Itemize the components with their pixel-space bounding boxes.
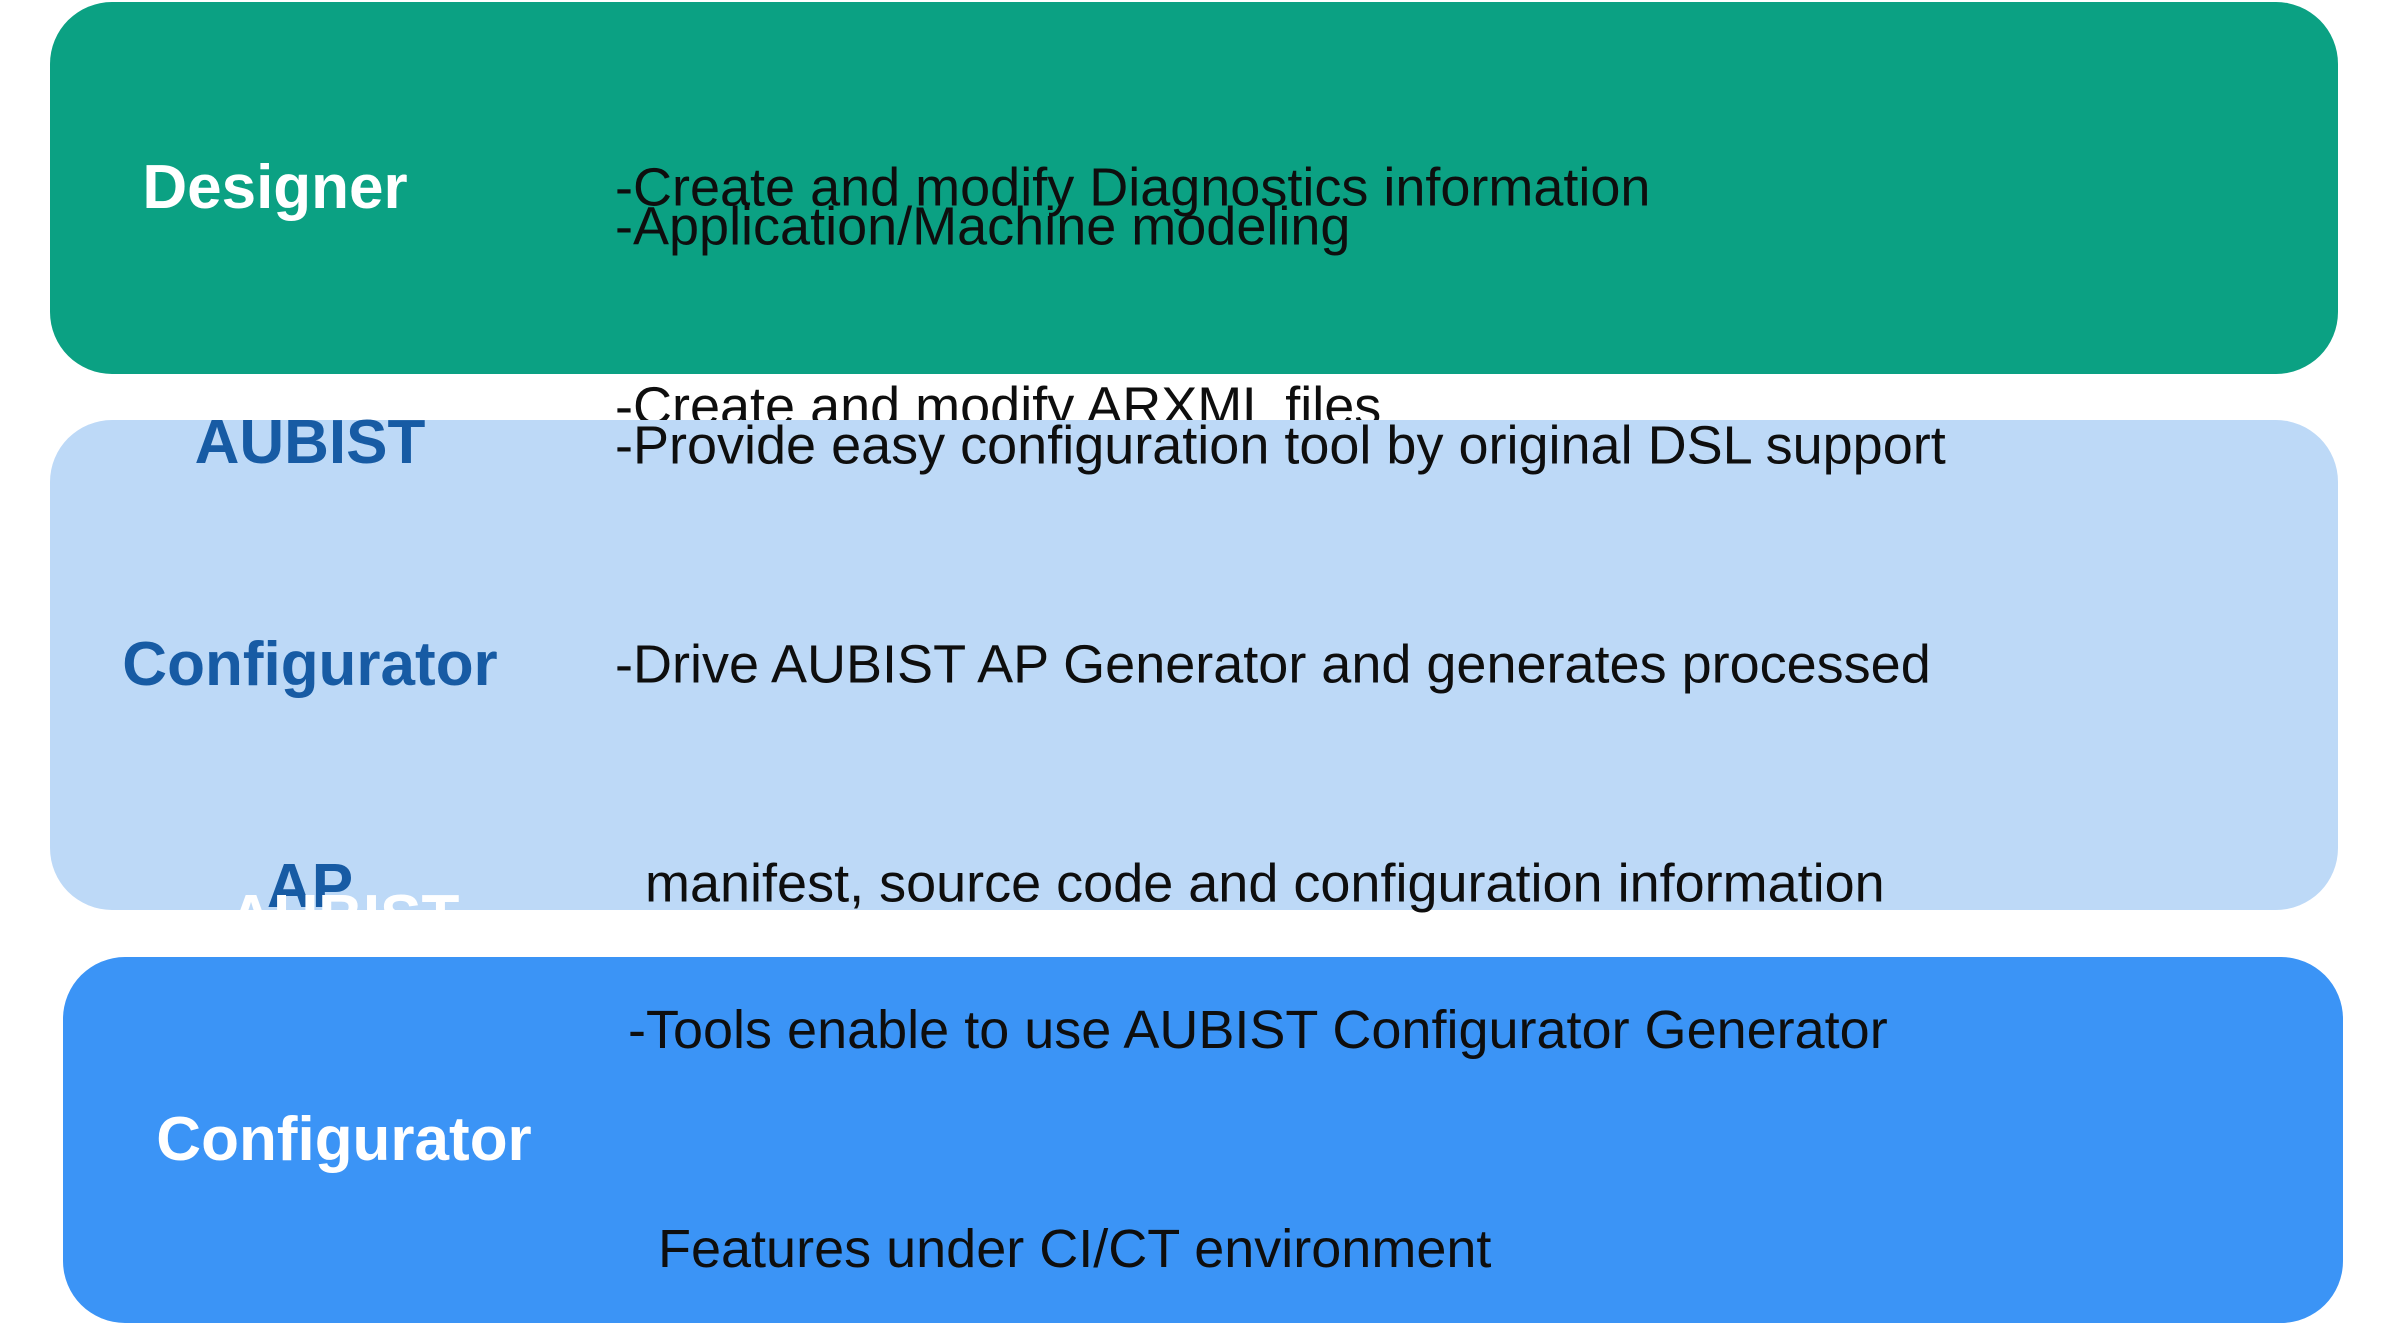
title-line: AP [266,852,354,921]
box-title-aubist-configurator-ap: AUBIST Configurator AP [85,258,535,1072]
box-title-aubist-configurator-ap-cli: AUBIST Configurator AP CLI [119,733,569,1333]
box-title-aubist-designer-ap: AUBIST Designer AP [50,0,500,595]
title-line: Configurator [156,1105,532,1174]
bullet-line: -Application/Machine modeling [615,196,1351,257]
bullet-line: -Provide easy configuration tool by orig… [615,415,1946,476]
bullet-line: -Tools enable to use AUBIST Configurator… [628,1000,1888,1060]
bullet-line: -Create and modify Diagnostics informati… [615,157,1651,218]
bullet-line: -Drive AUBIST AP Generator and generates… [615,634,1931,695]
title-line: AUBIST [194,408,426,477]
title-line: Designer [142,153,408,222]
title-line: AP CLI [119,1325,569,1333]
box-aubist-designer-ap: AUBIST Designer AP -System modeling -Cre… [50,0,2338,444]
title-line: AUBIST [50,0,500,3]
title-line: AUBIST [228,883,460,952]
title-line: Configurator [122,630,498,699]
bullet-line: Features under CI/CT environment [628,1219,1492,1279]
box-aubist-configurator-ap-cli: AUBIST Configurator AP CLI -Tools enable… [63,883,2343,1333]
bullet-line: -System modeling [615,0,1650,6]
bullet-line: manifest, source code and configuration … [615,853,1885,914]
bullet-list-cli: -Tools enable to use AUBIST Configurator… [628,848,1888,1333]
